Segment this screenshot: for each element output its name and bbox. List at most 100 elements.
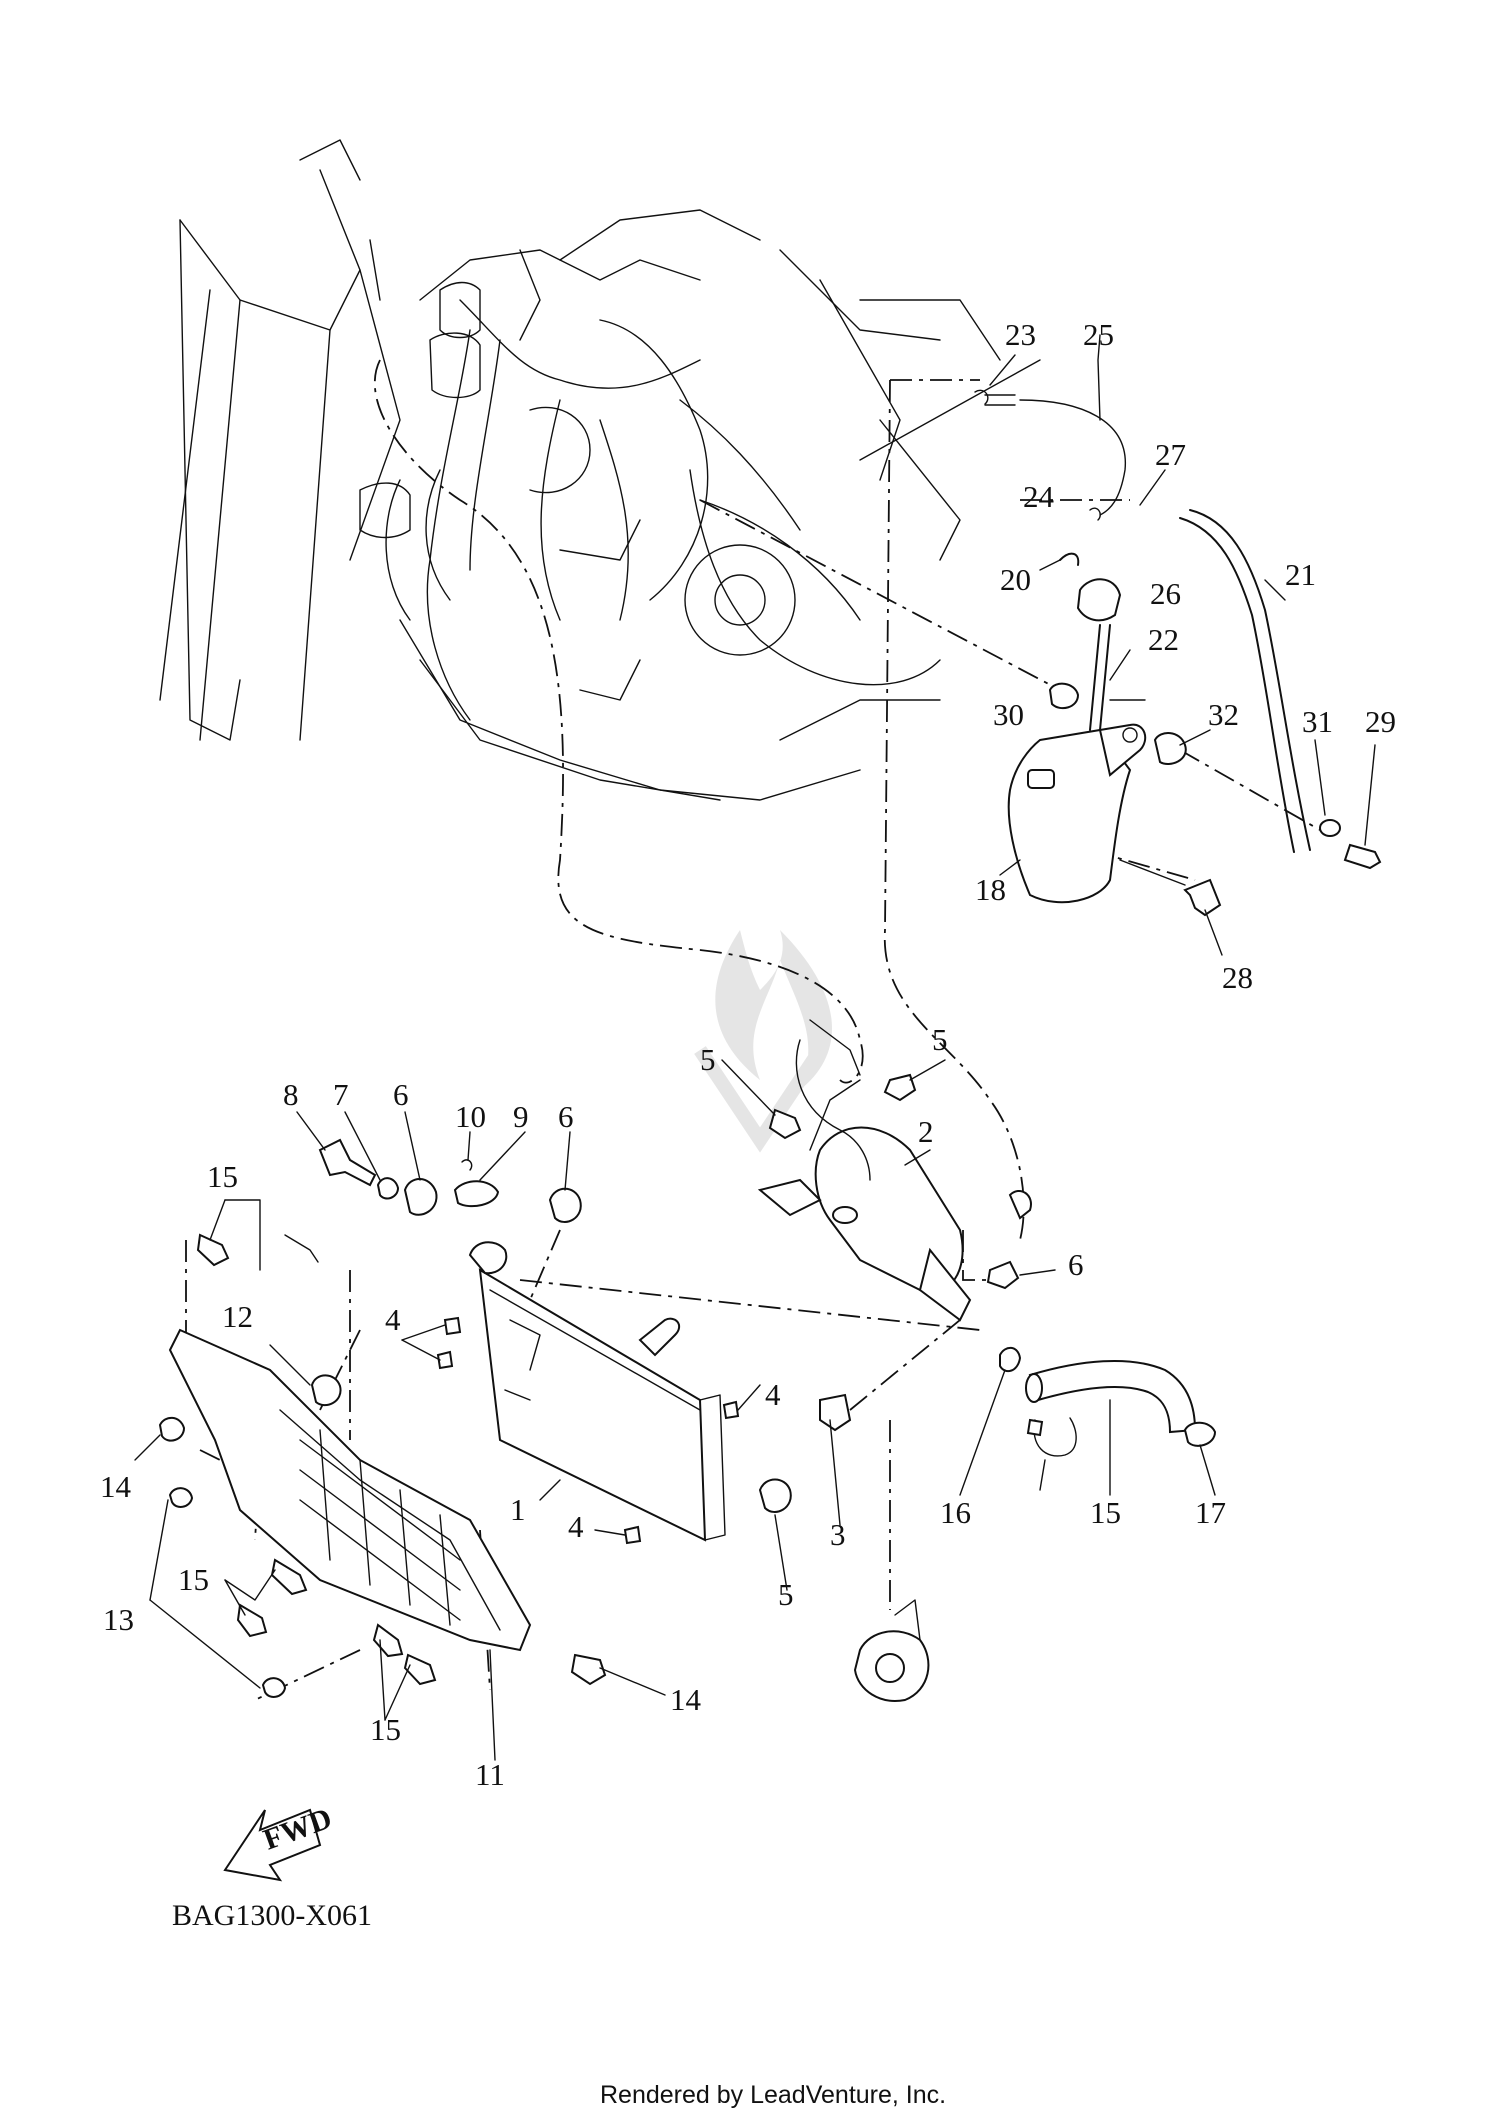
callout-15-bottom: 15: [370, 1712, 401, 1747]
callout-10: 10: [455, 1099, 486, 1134]
bolt-27: [1183, 878, 1222, 917]
coolant-reservoir-assembly: [974, 389, 1382, 917]
clip-23-lower: [1089, 507, 1101, 521]
callout-14-left: 14: [100, 1469, 132, 1504]
callout-18: 17: [1195, 1495, 1226, 1530]
reservoir-cap: [1076, 578, 1122, 622]
hose-clamp-18: [1183, 1421, 1217, 1447]
radiator-mount-hardware: [310, 1138, 852, 1545]
fan-wire: [809, 1079, 861, 1151]
fan-motor-assembly: [757, 1019, 1032, 1322]
callout-21: 21: [1285, 557, 1316, 592]
bolt-15-mid: [270, 1558, 308, 1596]
callout-4-left: 4: [385, 1302, 401, 1337]
callout-5-left: 5: [700, 1042, 716, 1077]
collar-29: [1048, 682, 1080, 710]
callout-labels: 23 25 27 24 20 26 21 22 30 32 31 29 18 2…: [100, 317, 1396, 1792]
wire-clamp-32: [1033, 1417, 1077, 1457]
hose-clamp-17: [999, 1346, 1022, 1373]
grommet-12: [310, 1374, 342, 1407]
callout-5-right: 6: [1068, 1247, 1084, 1282]
bolt-14-lower: [570, 1653, 607, 1686]
engine-frame-sketch: [159, 139, 1041, 801]
grommet-13-lower: [261, 1677, 287, 1698]
clip-20: [1059, 552, 1080, 566]
hose-24: [1019, 399, 1126, 516]
breather-hose: [1189, 509, 1311, 851]
callout-16: 15: [1090, 1495, 1121, 1530]
callout-2: 2: [918, 1114, 934, 1149]
fan-hub: [832, 1206, 858, 1224]
callout-15-mid: 15: [178, 1562, 209, 1597]
callout-27: 28: [1222, 960, 1253, 995]
callout-5-upper: 5: [932, 1022, 948, 1057]
callout-23-upper: 23: [1005, 317, 1036, 352]
callout-9: 9: [513, 1099, 529, 1134]
radiator-hose-16: [1028, 1359, 1197, 1434]
leadventure-watermark: [694, 930, 833, 1153]
bolt-15-lower-a: [236, 1603, 268, 1638]
clip-10: [461, 1159, 473, 1171]
bracket-3: [819, 1393, 852, 1432]
footer-credit: Rendered by LeadVenture, Inc.: [600, 2081, 946, 2109]
fan-wire-clamp: [1008, 1190, 1032, 1220]
callout-23-lower: 24: [1023, 479, 1055, 514]
bolt-5-upper-left: [768, 1108, 802, 1140]
washer-30: [1319, 819, 1341, 837]
clip-4-a: [443, 1316, 462, 1336]
callout-11: 11: [475, 1757, 505, 1792]
callout-19: 18: [975, 872, 1006, 907]
callout-8: 8: [283, 1077, 299, 1112]
clip-4-d: [623, 1525, 642, 1545]
radiator-assembly: [468, 1241, 726, 1542]
bolt-15-lower-b: [372, 1623, 404, 1658]
reservoir-mount-bracket: [1098, 723, 1147, 777]
callout-31: 32: [1208, 697, 1239, 732]
radiator-cap-9: [453, 1180, 500, 1208]
callout-leader-lines: [134, 334, 1376, 1761]
callout-6-upper-right: 6: [558, 1099, 574, 1134]
fwd-arrow-icon: FWD: [223, 1802, 336, 1882]
callout-14-lower: 14: [670, 1682, 702, 1717]
grommet-6-left: [403, 1178, 438, 1216]
radiator-guard-assembly: [158, 1233, 607, 1698]
callout-25: 26: [1150, 576, 1181, 611]
callout-15-top: 15: [207, 1159, 238, 1194]
callout-22: 22: [1148, 622, 1179, 657]
callout-24: 25: [1083, 317, 1114, 352]
bolt-15-top-right: [284, 1234, 319, 1263]
callout-13: 13: [103, 1602, 134, 1637]
grommet-13-upper: [168, 1487, 194, 1508]
callout-17: 16: [940, 1495, 971, 1530]
clip-23-upper: [974, 389, 989, 405]
clip-4-c: [722, 1400, 740, 1420]
callout-3: 3: [830, 1517, 846, 1552]
callout-4-lower: 4: [568, 1509, 584, 1544]
clip-4-b: [436, 1350, 454, 1370]
bolt-14-left: [158, 1416, 186, 1442]
callout-6-lower: 5: [778, 1577, 794, 1612]
callout-6-upper-left: 6: [393, 1077, 409, 1112]
callout-20: 20: [1000, 562, 1031, 597]
callout-30: 31: [1302, 704, 1333, 739]
radiator-outlet: [638, 1317, 681, 1357]
callout-4-right: 4: [765, 1377, 781, 1412]
callout-26: 27: [1155, 437, 1186, 472]
grommet-31: [1153, 732, 1187, 765]
bolt-8: [318, 1138, 377, 1187]
callout-1: 1: [510, 1492, 526, 1527]
radiator-guard: [168, 1328, 532, 1652]
radiator-filler-neck: [468, 1241, 508, 1275]
bolt-28: [1343, 843, 1382, 870]
collar-7: [376, 1177, 400, 1200]
bolt-5-right: [986, 1260, 1020, 1290]
callout-29: 30: [993, 697, 1024, 732]
grommet-6-center: [548, 1187, 582, 1223]
diagram-code: BAG1300-X061: [172, 1899, 372, 1932]
callout-7: 7: [333, 1077, 349, 1112]
fan-shroud: [814, 1126, 964, 1293]
callout-28: 29: [1365, 704, 1396, 739]
bolt-15-top-left: [196, 1233, 230, 1267]
reservoir-hose: [1089, 624, 1101, 731]
